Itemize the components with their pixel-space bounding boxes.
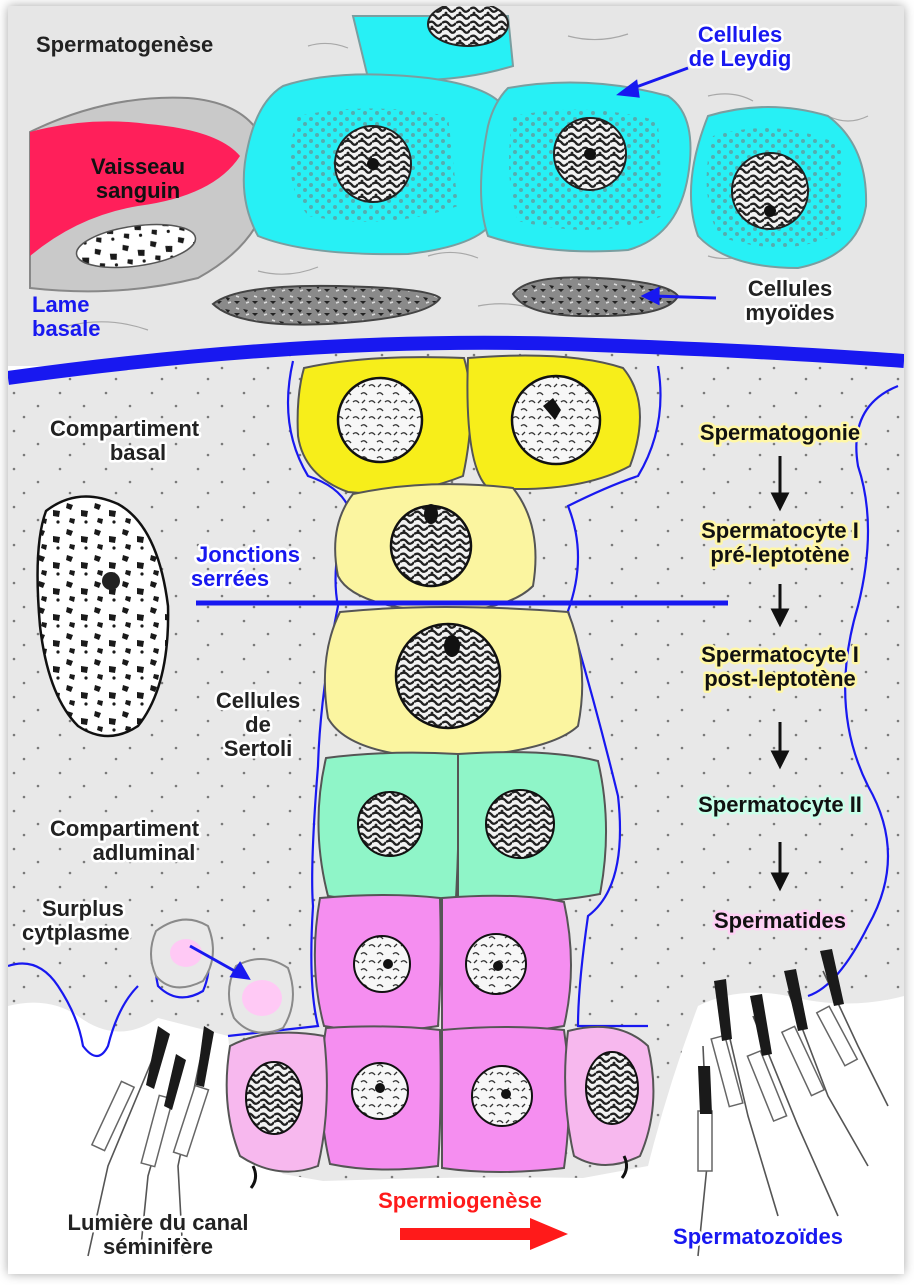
label-lumiere-2: séminifère xyxy=(103,1234,213,1259)
label-myoides-2: myoïdes xyxy=(745,300,834,325)
label-vaisseau-1: Vaisseau xyxy=(91,154,185,179)
spermatocyte-II-cells xyxy=(318,752,606,902)
stage-spermatocyte-I-pre-2: pré-leptotène xyxy=(710,542,849,567)
spermatocyte-I-post-cell xyxy=(325,607,582,758)
label-comp-basal-1: Compartiment xyxy=(50,416,200,441)
label-spermatogenese: Spermatogenèse xyxy=(36,32,213,57)
label-jonctions-1: Jonctions xyxy=(196,542,300,567)
label-comp-basal-2: basal xyxy=(110,440,166,465)
label-spermatozoides: Spermatozoïdes xyxy=(673,1224,843,1249)
stage-spermatocyte-I-post-2: post-leptotène xyxy=(704,666,856,691)
label-comp-adluminal-2: adluminal xyxy=(93,840,196,865)
sertoli-nucleolus xyxy=(102,572,120,590)
label-spermiogenese: Spermiogenèse xyxy=(378,1188,542,1213)
stage-spermatocyte-I-post-1: Spermatocyte I xyxy=(701,642,859,667)
label-leydig-1: Cellules xyxy=(698,22,782,47)
label-sertoli-2: de xyxy=(245,712,271,737)
stage-spermatocyte-II: Spermatocyte II xyxy=(698,792,862,817)
label-sertoli-3: Sertoli xyxy=(224,736,292,761)
label-leydig-2: de Leydig xyxy=(689,46,792,71)
label-lame-1: Lame xyxy=(32,292,89,317)
label-jonctions-2: serrées xyxy=(191,566,269,591)
label-vaisseau-2: sanguin xyxy=(96,178,180,203)
label-surplus-1: Surplus xyxy=(42,896,124,921)
label-lame-2: basale xyxy=(32,316,101,341)
label-myoides-1: Cellules xyxy=(748,276,832,301)
stage-spermatocyte-I-pre-1: Spermatocyte I xyxy=(701,518,859,543)
spermatogenesis-diagram: Spermatogenèse Cellules de Leydig Vaisse… xyxy=(8,6,904,1274)
label-sertoli-1: Cellules xyxy=(216,688,300,713)
label-lumiere-1: Lumière du canal xyxy=(68,1210,249,1235)
stage-spermatogonie: Spermatogonie xyxy=(700,420,860,445)
label-comp-adluminal-1: Compartiment xyxy=(50,816,200,841)
stage-spermatides: Spermatides xyxy=(714,908,846,933)
spermatocyte-I-pre-cell xyxy=(335,484,535,612)
label-surplus-2: cytplasme xyxy=(22,920,130,945)
figure-frame: Spermatogenèse Cellules de Leydig Vaisse… xyxy=(8,6,904,1274)
